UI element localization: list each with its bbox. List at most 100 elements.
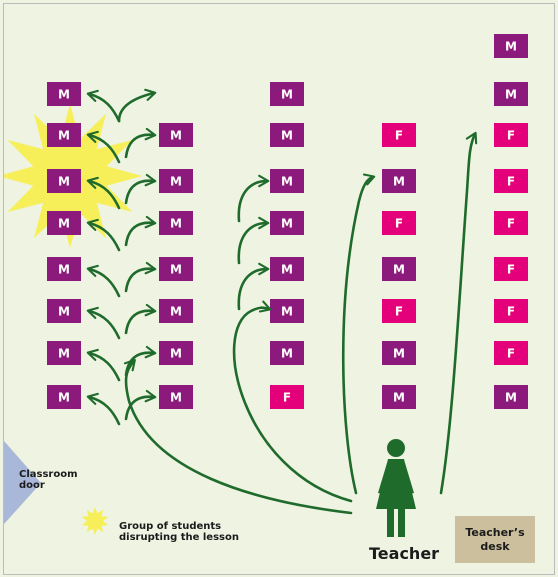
arrow <box>124 127 157 159</box>
seat-label: M <box>170 391 182 405</box>
classroom-door-label: Classroom door <box>19 469 78 491</box>
seat-male: M <box>270 257 304 281</box>
arrow <box>86 306 121 340</box>
arrow <box>86 89 121 123</box>
seat-label: F <box>507 305 515 319</box>
seat-label: F <box>395 305 403 319</box>
seat-female: F <box>270 385 304 409</box>
seat-box <box>270 169 304 193</box>
seat-male: M <box>270 82 304 106</box>
seat-female: F <box>382 299 416 323</box>
seat-box <box>159 257 193 281</box>
seat-box <box>382 385 416 409</box>
seat-box <box>494 299 528 323</box>
seat-male: M <box>47 211 81 235</box>
arrow <box>86 264 121 298</box>
arrow <box>117 88 157 123</box>
seat-box <box>494 385 528 409</box>
seat-label: M <box>393 263 405 277</box>
seat-label: F <box>507 263 515 277</box>
seat-box <box>159 299 193 323</box>
seat-female: F <box>494 257 528 281</box>
seat-male: M <box>159 123 193 147</box>
seat-box <box>159 211 193 235</box>
seat-box <box>494 211 528 235</box>
seat-male: M <box>159 385 193 409</box>
seat-label: F <box>395 217 403 231</box>
seat-male: M <box>47 82 81 106</box>
seat-box <box>382 299 416 323</box>
seat-box <box>159 385 193 409</box>
seat-box <box>47 385 81 409</box>
seat-label: M <box>170 347 182 361</box>
arrow <box>237 262 270 311</box>
movement-arrows <box>86 88 478 515</box>
seat-label: M <box>393 391 405 405</box>
seat-male: M <box>47 299 81 323</box>
seat-male: M <box>494 34 528 58</box>
seat-box <box>47 82 81 106</box>
seat-box <box>494 82 528 106</box>
seat-label: M <box>58 88 70 102</box>
seat-male: M <box>382 169 416 193</box>
seat-box <box>382 341 416 365</box>
arrow <box>124 215 157 247</box>
seat-label: M <box>58 175 70 189</box>
seat-label: F <box>507 217 515 231</box>
arrow <box>123 358 353 515</box>
seat-female: F <box>494 341 528 365</box>
seat-label: M <box>393 347 405 361</box>
arrow <box>237 174 270 223</box>
seat-label: M <box>281 263 293 277</box>
seat-label: M <box>281 217 293 231</box>
seat-box <box>47 257 81 281</box>
arrow <box>86 176 121 210</box>
arrow <box>124 173 157 205</box>
seat-label: M <box>58 217 70 231</box>
seat-female: F <box>382 123 416 147</box>
seat-label: F <box>283 391 291 405</box>
seat-box <box>270 123 304 147</box>
seat-label: M <box>58 391 70 405</box>
seat-male: M <box>47 341 81 365</box>
seat-male: M <box>382 257 416 281</box>
classroom-door <box>4 441 41 524</box>
seat-box <box>47 211 81 235</box>
seat-box <box>270 257 304 281</box>
seat-male: M <box>159 211 193 235</box>
seat-label: M <box>58 129 70 143</box>
seat-male: M <box>382 341 416 365</box>
teacher-desk-label: Teacher’s desk <box>465 525 525 553</box>
seat-box <box>47 299 81 323</box>
seat-box <box>494 34 528 58</box>
arrow <box>341 173 376 495</box>
legend-starburst-icon <box>81 507 109 535</box>
arrow <box>124 261 157 293</box>
seat-label: F <box>395 129 403 143</box>
teacher-figure-icon <box>376 439 416 537</box>
seat-box <box>47 169 81 193</box>
seat-male: M <box>494 385 528 409</box>
seat-female: F <box>494 123 528 147</box>
seat-label: M <box>58 305 70 319</box>
seat-female: F <box>494 299 528 323</box>
seat-label: M <box>505 88 517 102</box>
seat-male: M <box>159 299 193 323</box>
seat-box <box>382 123 416 147</box>
seat-male: M <box>270 211 304 235</box>
seat-box <box>382 257 416 281</box>
seat-box <box>494 123 528 147</box>
arrow <box>124 303 157 335</box>
teacher-desk: Teacher’s desk <box>455 516 535 563</box>
seat-box <box>270 82 304 106</box>
seat-label: M <box>170 263 182 277</box>
seat-male: M <box>270 169 304 193</box>
seat-label: M <box>281 347 293 361</box>
seat-female: F <box>382 211 416 235</box>
seat-box <box>270 385 304 409</box>
arrow <box>86 392 121 426</box>
seat-box <box>270 341 304 365</box>
arrow <box>86 130 121 164</box>
